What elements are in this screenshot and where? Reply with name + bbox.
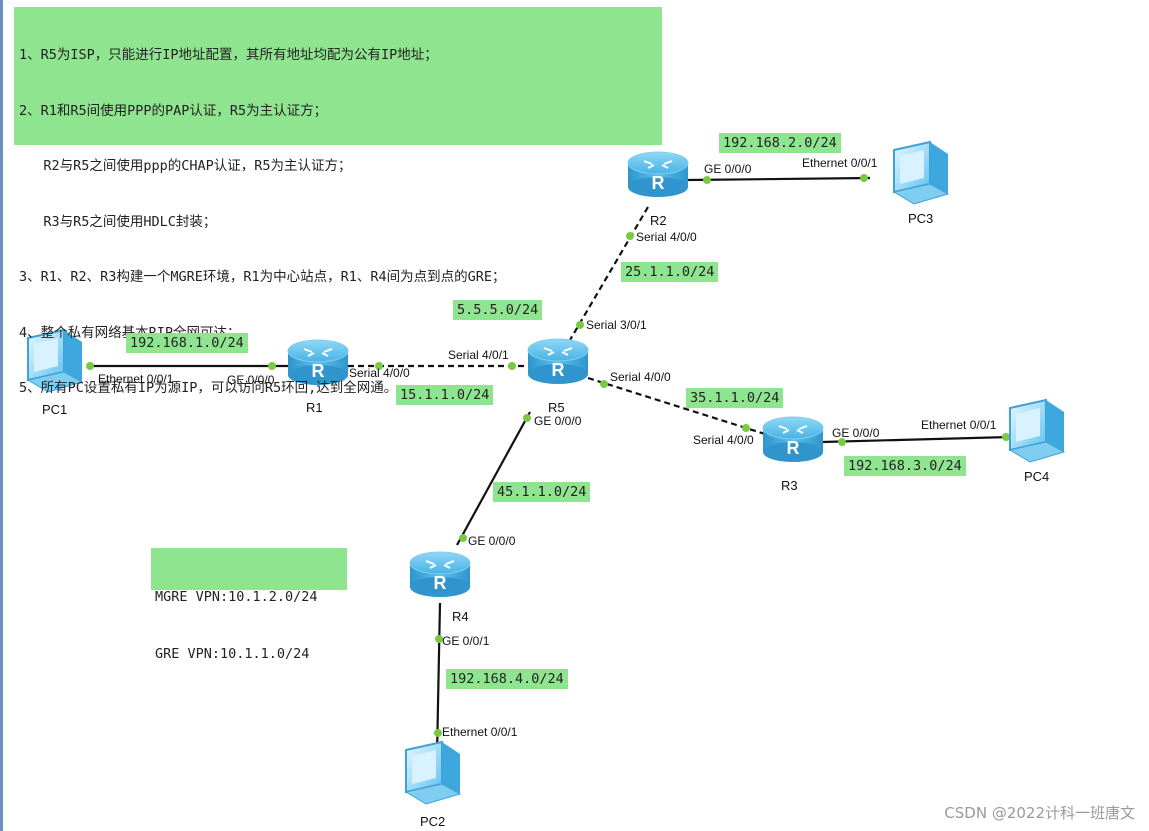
pc-pc4[interactable] <box>1008 398 1066 463</box>
port-label-pc3-eth: Ethernet 0/0/1 <box>802 156 878 170</box>
port-dot-r1-ge <box>268 362 276 370</box>
router-r1[interactable]: R <box>287 339 349 385</box>
svg-text:R: R <box>434 573 447 593</box>
link-r2-pc3 <box>687 176 871 182</box>
port-dot-r3-ge <box>838 438 846 446</box>
port-label-r3-serial: Serial 4/0/0 <box>693 433 754 447</box>
port-dot-pc3 <box>860 174 868 182</box>
subnet-label-r2-r5: 25.1.1.0/24 <box>621 262 719 282</box>
port-label-r2-serial: Serial 4/0/0 <box>636 230 697 244</box>
requirement-line: 2、R1和R5间使用PPP的PAP认证，R5为主认证方； <box>19 102 328 119</box>
port-label-r4-ge001: GE 0/0/1 <box>442 634 490 648</box>
watermark: CSDN @2022计科一班唐文 <box>944 804 1135 822</box>
router-r3[interactable]: R <box>762 416 824 462</box>
requirements-note: 1、R5为ISP，只能进行IP地址配置，其所有地址均配为公有IP地址； 2、R1… <box>14 7 662 396</box>
svg-text:R: R <box>787 438 800 458</box>
link-r5-r4 <box>456 411 531 546</box>
vpn-gre: GRE VPN:10.1.1.0/24 <box>155 646 310 662</box>
vpn-note: MGRE VPN:10.1.2.0/24 GRE VPN:10.1.1.0/24 <box>151 548 347 662</box>
router-r5[interactable]: R <box>527 338 589 384</box>
link-r5-r3 <box>587 376 766 436</box>
port-dot-r4-ge001 <box>435 635 443 643</box>
router-r4[interactable]: R <box>409 551 471 597</box>
vpn-mgre: MGRE VPN:10.1.2.0/24 <box>155 589 318 605</box>
port-label-r1-ge: GE 0/0/0 <box>227 373 275 387</box>
port-label-r5-serial400: Serial 4/0/0 <box>610 370 671 384</box>
router-arrows-icon <box>303 348 333 357</box>
pc-pc1[interactable] <box>26 328 84 393</box>
svg-text:R: R <box>652 173 665 193</box>
subnet-label-pc1-r1: 192.168.1.0/24 <box>126 333 248 353</box>
port-label-r5-serial401: Serial 4/0/1 <box>448 348 509 362</box>
device-name-r5: R5 <box>548 400 565 415</box>
port-dot-r2-serial <box>626 232 634 240</box>
port-dot-r3-serial <box>742 424 750 432</box>
port-dot-r2-ge <box>703 176 711 184</box>
link-r3-pc4 <box>821 435 1011 444</box>
port-dot-r1-serial <box>375 362 383 370</box>
requirement-line: 3、R1、R2、R3构建一个MGRE环境，R1为中心站点，R1、R4间为点到点的… <box>19 269 506 285</box>
port-label-r4-ge000: GE 0/0/0 <box>468 534 516 548</box>
device-name-r2: R2 <box>650 213 667 228</box>
port-dot-r5-serial301 <box>576 321 584 329</box>
device-name-pc3: PC3 <box>908 211 934 226</box>
port-label-r5-serial301: Serial 3/0/1 <box>586 318 647 332</box>
subnet-label-r3-pc4: 192.168.3.0/24 <box>844 456 966 476</box>
requirement-line: R2与R5之间使用ppp的CHAP认证，R5为主认证方； <box>19 158 352 174</box>
device-name-r1: R1 <box>306 400 323 415</box>
port-label-pc2-eth: Ethernet 0/0/1 <box>442 725 518 739</box>
port-dot-r5-ge <box>523 414 531 422</box>
subnet-label-r1-r5: 15.1.1.0/24 <box>396 385 494 405</box>
requirement-line: 1、R5为ISP，只能进行IP地址配置，其所有地址均配为公有IP地址； <box>19 47 438 63</box>
requirement-line: 4、整个私有网络基本RIP全网可达； <box>19 324 657 343</box>
requirement-line: R3与R5之间使用HDLC封装； <box>19 213 217 230</box>
port-dots <box>86 174 1010 737</box>
device-name-pc1: PC1 <box>42 402 68 417</box>
device-name-r3: R3 <box>781 478 798 493</box>
router-arrows-icon <box>778 425 808 434</box>
pc-pc3[interactable] <box>892 140 950 205</box>
port-label-r3-ge: GE 0/0/0 <box>832 426 880 440</box>
subnet-label-r4-pc2: 192.168.4.0/24 <box>446 669 568 689</box>
port-dot-pc2 <box>434 729 442 737</box>
svg-text:R: R <box>552 360 565 380</box>
svg-text:R: R <box>312 361 325 381</box>
window-left-edge <box>0 0 3 831</box>
port-dot-r5-serial401 <box>508 362 516 370</box>
port-label-pc1-eth: Ethernet 0/0/1 <box>98 372 174 386</box>
port-label-r1-serial: Serial 4/0/0 <box>349 366 410 380</box>
port-label-r5-ge: GE 0/0/0 <box>534 414 582 428</box>
port-dot-pc4 <box>1002 433 1010 441</box>
router-r2[interactable]: R <box>627 151 689 197</box>
port-label-r2-ge: GE 0/0/0 <box>704 162 752 176</box>
port-dot-pc1 <box>86 362 94 370</box>
router-arrows-icon <box>543 347 573 356</box>
device-name-r4: R4 <box>452 609 469 624</box>
router-arrows-icon <box>425 560 455 569</box>
subnet-label-r3-r5: 35.1.1.0/24 <box>686 388 784 408</box>
pc-pc2[interactable] <box>404 740 462 805</box>
subnet-label-r4-r5: 45.1.1.0/24 <box>493 482 591 502</box>
port-label-pc4-eth: Ethernet 0/0/1 <box>921 418 997 432</box>
device-name-pc4: PC4 <box>1024 469 1050 484</box>
subnet-label-r5-loopback: 5.5.5.0/24 <box>453 300 543 320</box>
router-arrows-icon <box>643 160 673 169</box>
link-r2-r5 <box>569 206 649 341</box>
port-dot-r4-ge000 <box>459 534 467 542</box>
port-dot-r5-serial400 <box>600 380 608 388</box>
subnet-label-r2-pc3: 192.168.2.0/24 <box>719 133 841 153</box>
device-name-pc2: PC2 <box>420 814 446 829</box>
requirement-line: 5、所有PC设置私有IP为源IP，可以访问R5环回,达到全网通。 <box>19 380 398 396</box>
